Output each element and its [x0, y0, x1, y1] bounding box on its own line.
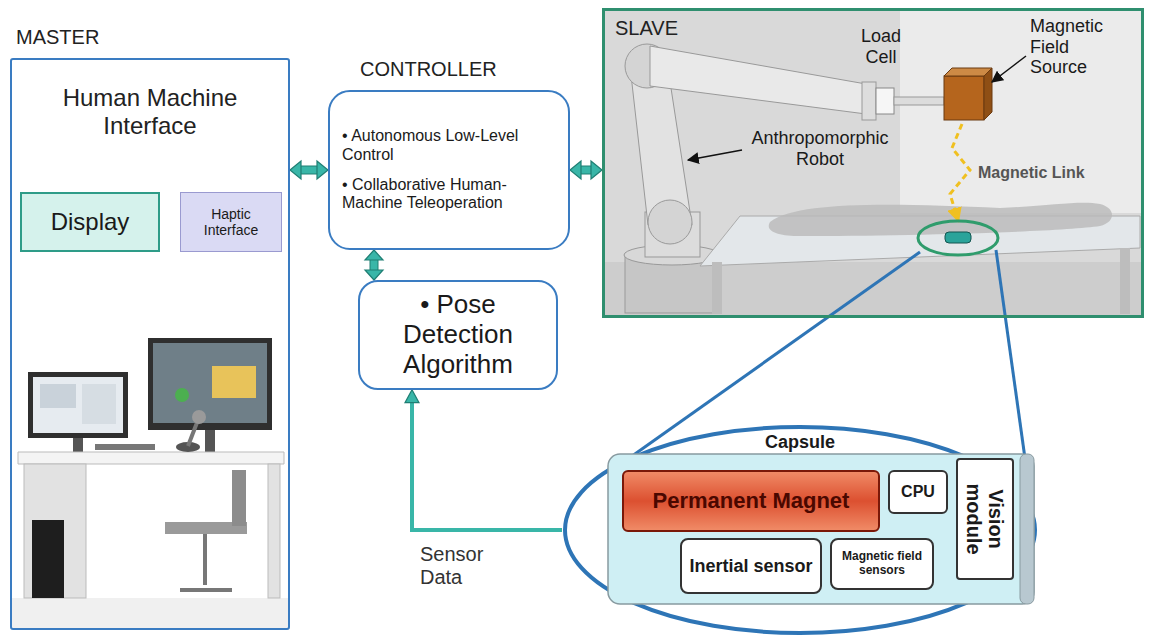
part-label: CPU [901, 483, 935, 501]
panel-title: CONTROLLER [360, 58, 497, 81]
callout-title: Capsule [562, 432, 1038, 453]
arrowhead [591, 161, 602, 179]
robot-scene [862, 82, 876, 120]
connector-arrow [405, 390, 562, 530]
connector-arrow [570, 161, 602, 179]
workstation-illustration [203, 534, 207, 585]
magnet-block: Permanent Magnet [622, 470, 880, 532]
sensor-box: Magnetic field sensors [830, 538, 934, 590]
robot-scene [769, 203, 1112, 236]
bullet-text: • Autonomous Low-Level Control [342, 127, 556, 164]
callout-ellipse [565, 427, 1035, 633]
arrowhead [365, 250, 383, 260]
workstation-illustration [188, 420, 198, 446]
connector-arrow [365, 250, 383, 280]
robot-scene [648, 200, 692, 244]
workstation-illustration [82, 384, 116, 424]
capsule-callout: CapsulePermanent Magnet CPU Vision moduleI… [562, 424, 1038, 636]
robot-scene [712, 262, 722, 314]
vision-module-box: Vision module [956, 458, 1014, 580]
zoom-leader [996, 250, 1028, 480]
part-label: Permanent Magnet [653, 488, 850, 513]
box-label: • Pose Detection Algorithm [370, 290, 546, 380]
robot-scene [945, 232, 971, 243]
robot-scene [900, 8, 1144, 213]
workstation-illustration [175, 388, 189, 402]
workstation-illustration [24, 464, 86, 598]
part-label: Load Cell [846, 26, 916, 67]
capsule-body [608, 454, 1034, 604]
robot-scene [602, 8, 1144, 318]
arrowhead [317, 161, 328, 179]
workstation-illustration [148, 338, 272, 430]
workstation-illustration [95, 444, 155, 450]
part-label: Magnetic Field Source [1030, 16, 1122, 78]
workstation-illustration [32, 520, 64, 598]
edge-label: Sensor Data [420, 543, 510, 589]
robot-scene [984, 68, 992, 120]
connector-line [299, 167, 319, 174]
workstation-illustration [212, 366, 256, 398]
workstation-illustration [28, 372, 128, 438]
capsule-end-cap [1020, 454, 1034, 604]
panel-heading: Human Machine Interface [12, 84, 288, 139]
panel-title: SLAVE [615, 17, 678, 40]
master-panel: MASTERHuman Machine InterfaceDisplayHapt… [10, 58, 290, 630]
robot-scene [918, 221, 998, 255]
workstation-illustration [12, 338, 288, 628]
connector-line [412, 400, 562, 530]
workstation-illustration [40, 384, 76, 408]
robot-scene [950, 124, 970, 220]
robot-scene [650, 46, 866, 114]
sensor-box: Inertial sensor [680, 538, 822, 594]
workstation-illustration [192, 410, 206, 424]
display-box: Display [20, 192, 160, 252]
box-label: Haptic Interface [187, 206, 275, 238]
part-label: Anthropomorphic Robot [745, 128, 895, 169]
box-label: Display [51, 208, 130, 236]
arrowhead [365, 270, 383, 280]
algorithm-box: • Pose Detection Algorithm [358, 280, 558, 390]
workstation-illustration [12, 598, 288, 628]
workstation-illustration [153, 343, 267, 423]
arrowhead [405, 390, 419, 403]
connector-outline [299, 166, 319, 175]
part-label: Magnetic field sensors [836, 550, 928, 578]
workstation-illustration [180, 588, 232, 592]
part-label: Vision module [963, 465, 1007, 573]
link-label: Magnetic Link [978, 164, 1108, 182]
robot-scene [894, 97, 944, 105]
workstation-illustration [268, 464, 280, 598]
arrowhead [290, 161, 301, 179]
workstation-illustration [205, 430, 215, 452]
bullet-text: • Collaborative Human-Machine Teleoperat… [342, 176, 556, 213]
robot-scene [992, 56, 1026, 82]
controller-box: CONTROLLER• Autonomous Low-Level Control… [328, 90, 570, 250]
workstation-illustration [232, 470, 246, 526]
robot-scene [602, 8, 1144, 318]
connector-arrow [290, 161, 328, 179]
robot-scene [876, 88, 894, 114]
panel-title: MASTER [16, 26, 99, 49]
workstation-illustration [73, 438, 83, 452]
workstation-illustration [18, 452, 284, 464]
robot-scene [944, 76, 984, 120]
arrowhead [570, 161, 581, 179]
cpu-box: CPU [888, 470, 948, 514]
part-label: Inertial sensor [689, 556, 812, 577]
robot-scene [688, 150, 742, 160]
robot-scene [1120, 248, 1130, 314]
haptic-box: Haptic Interface [180, 192, 282, 252]
workstation-illustration [33, 377, 123, 433]
